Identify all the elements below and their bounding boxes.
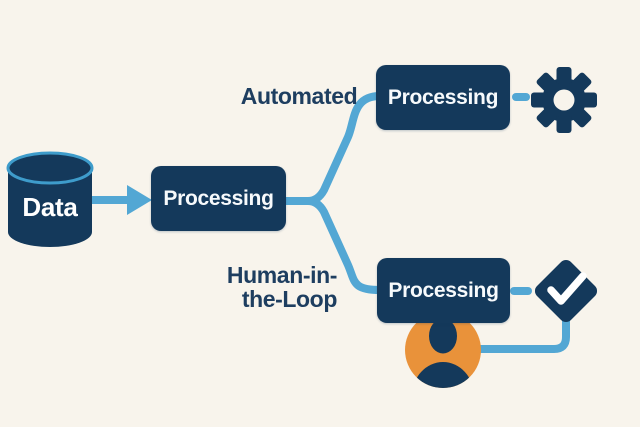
node-processing-main: Processing <box>151 166 286 231</box>
automated-branch-label: Automated <box>240 83 358 109</box>
database-cylinder-icon <box>6 151 94 247</box>
data-node-label: Data <box>22 192 78 222</box>
connector-branch-bottom <box>282 197 396 294</box>
check-icon <box>534 259 598 323</box>
node-processing-automated: Processing <box>376 65 510 130</box>
hitl-branch-label: Human-in- the-Loop <box>213 262 338 312</box>
person-icon <box>405 312 481 388</box>
connector-person-to-check <box>444 312 570 353</box>
gear-icon <box>531 67 597 133</box>
node-processing-hitl: Processing <box>377 258 510 323</box>
node-label: Processing <box>387 85 499 109</box>
node-label: Processing <box>388 278 499 302</box>
arrowhead <box>127 185 152 215</box>
node-label: Processing <box>163 186 274 210</box>
hitl-label-line1: Human-in- <box>226 262 338 288</box>
hitl-label-line2: the-Loop <box>241 286 338 312</box>
